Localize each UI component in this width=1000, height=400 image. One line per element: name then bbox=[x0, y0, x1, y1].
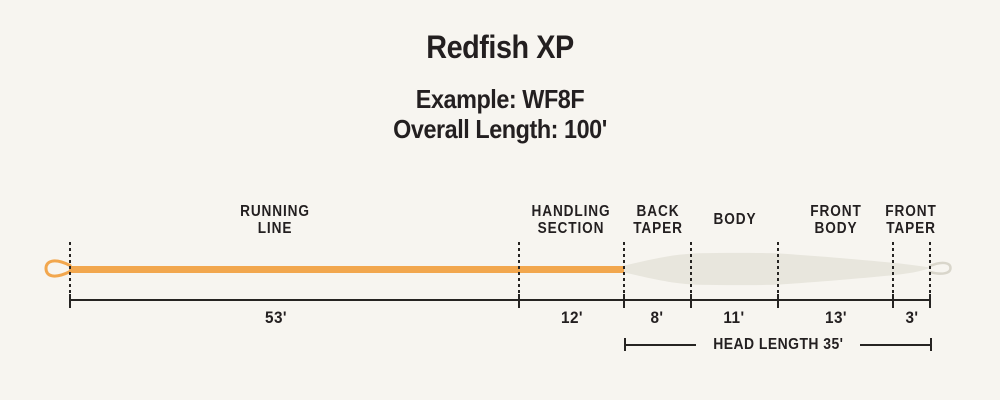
head-length-bracket: HEAD LENGTH 35' bbox=[624, 335, 932, 353]
section-boundary-line bbox=[892, 242, 894, 296]
rear-welded-loop-icon bbox=[44, 259, 72, 278]
section-label-body: BODY bbox=[713, 211, 757, 229]
bracket-end-tick bbox=[624, 338, 626, 351]
length-running-line: 53' bbox=[264, 308, 288, 327]
measurement-tick bbox=[777, 294, 779, 308]
length-back-taper: 8' bbox=[650, 308, 664, 327]
measurement-tick bbox=[690, 294, 692, 308]
head-length-label: HEAD LENGTH 35' bbox=[712, 335, 844, 353]
measurement-tick bbox=[892, 294, 894, 308]
bracket-line bbox=[626, 343, 696, 346]
title-block: Redfish XP Example: WF8F Overall Length:… bbox=[0, 30, 1000, 144]
section-boundary-line bbox=[518, 242, 520, 296]
length-front-taper: 3' bbox=[905, 308, 919, 327]
length-front-body: 13' bbox=[824, 308, 848, 327]
running-line-segment bbox=[69, 266, 624, 273]
measurement-tick bbox=[929, 294, 931, 308]
page-title: Redfish XP bbox=[426, 29, 574, 65]
section-boundary-line bbox=[690, 242, 692, 296]
front-welded-loop-icon bbox=[928, 261, 952, 275]
section-boundary-line bbox=[929, 242, 931, 296]
bracket-line bbox=[860, 343, 930, 346]
section-boundary-line bbox=[777, 242, 779, 296]
subtitle-overall-length: Overall Length: 100' bbox=[393, 114, 607, 144]
bracket-end-tick bbox=[930, 338, 932, 351]
section-boundary-line bbox=[623, 242, 625, 296]
length-handling-section: 12' bbox=[560, 308, 584, 327]
subtitle-example: Example: WF8F bbox=[415, 84, 585, 114]
measurement-tick bbox=[69, 294, 71, 308]
section-boundary-line bbox=[69, 242, 71, 296]
length-body: 11' bbox=[723, 308, 745, 327]
measurement-rule bbox=[70, 299, 931, 301]
measurement-tick bbox=[518, 294, 520, 308]
measurement-tick bbox=[623, 294, 625, 308]
